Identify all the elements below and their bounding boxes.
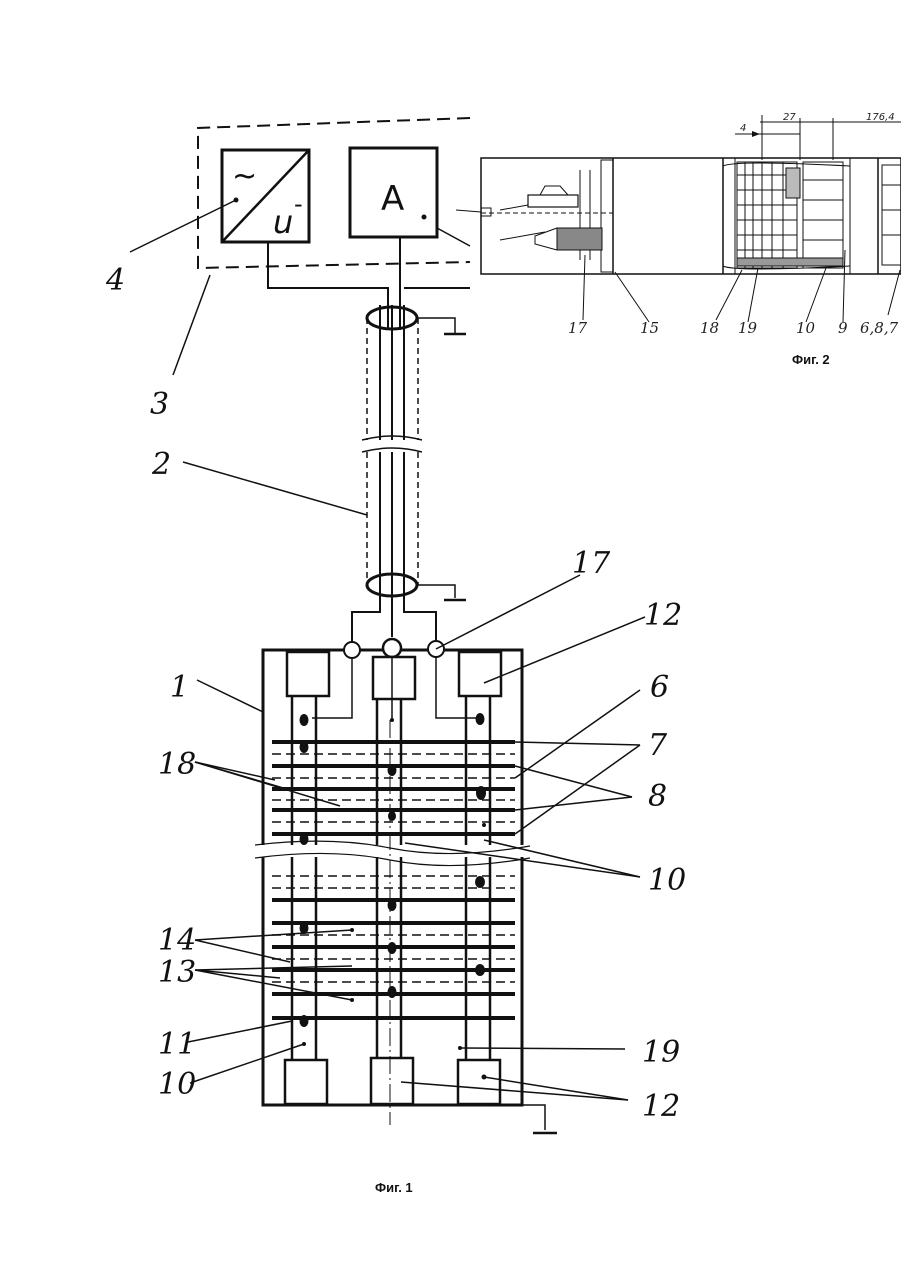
converter-block: ~ u - bbox=[222, 150, 309, 242]
terminal-left bbox=[344, 642, 360, 658]
label-2: 2 bbox=[151, 447, 171, 482]
figure-1-caption: Фиг. 1 bbox=[375, 1180, 413, 1195]
terminal-center bbox=[383, 639, 401, 657]
label-6: 6 bbox=[650, 670, 669, 705]
dimension-4: 4 bbox=[740, 123, 746, 134]
converter-u-symbol: u bbox=[273, 203, 293, 241]
fig2-device-body bbox=[481, 158, 901, 274]
fig2-label-17: 17 bbox=[568, 319, 588, 337]
figure-2-labels: 4 27 176,4 17 15 18 19 10 9 6,8,7 bbox=[568, 112, 899, 337]
label-8: 8 bbox=[648, 779, 667, 814]
fig2-label-18: 18 bbox=[700, 319, 719, 337]
fig2-label-9: 9 bbox=[838, 319, 848, 337]
label-4: 4 bbox=[105, 263, 125, 298]
label-7: 7 bbox=[648, 728, 668, 763]
label-14: 14 bbox=[158, 923, 196, 958]
dimension-27: 27 bbox=[783, 112, 796, 123]
label-3: 3 bbox=[150, 387, 169, 422]
fig2-label-15: 15 bbox=[640, 319, 659, 337]
figure-1: ~ u - A bbox=[130, 118, 645, 1133]
electrode-rods bbox=[292, 696, 490, 1060]
label-18: 18 bbox=[158, 747, 196, 782]
label-12-top: 12 bbox=[644, 598, 682, 633]
figure-2 bbox=[456, 115, 901, 322]
figure-2-caption: Фиг. 2 bbox=[792, 352, 830, 367]
ammeter-block: A bbox=[350, 148, 437, 237]
label-1: 1 bbox=[170, 670, 189, 705]
label-11: 11 bbox=[158, 1027, 196, 1062]
ammeter-symbol: A bbox=[381, 179, 404, 219]
converter-ac-symbol: ~ bbox=[232, 159, 257, 194]
label-10-right: 10 bbox=[648, 863, 686, 898]
label-17: 17 bbox=[572, 546, 611, 581]
fig2-label-10: 10 bbox=[796, 319, 816, 337]
fig2-electrode-grid bbox=[737, 162, 843, 268]
label-10-left: 10 bbox=[158, 1067, 196, 1102]
label-19: 19 bbox=[642, 1035, 680, 1070]
fig2-label-19: 19 bbox=[738, 319, 758, 337]
label-13: 13 bbox=[158, 955, 196, 990]
cable bbox=[362, 305, 466, 600]
dimension-176: 176,4 bbox=[866, 112, 895, 123]
fig2-label-6-8-7: 6,8,7 bbox=[860, 319, 899, 337]
label-12-bottom: 12 bbox=[642, 1089, 680, 1124]
converter-dc-symbol: - bbox=[294, 190, 303, 218]
